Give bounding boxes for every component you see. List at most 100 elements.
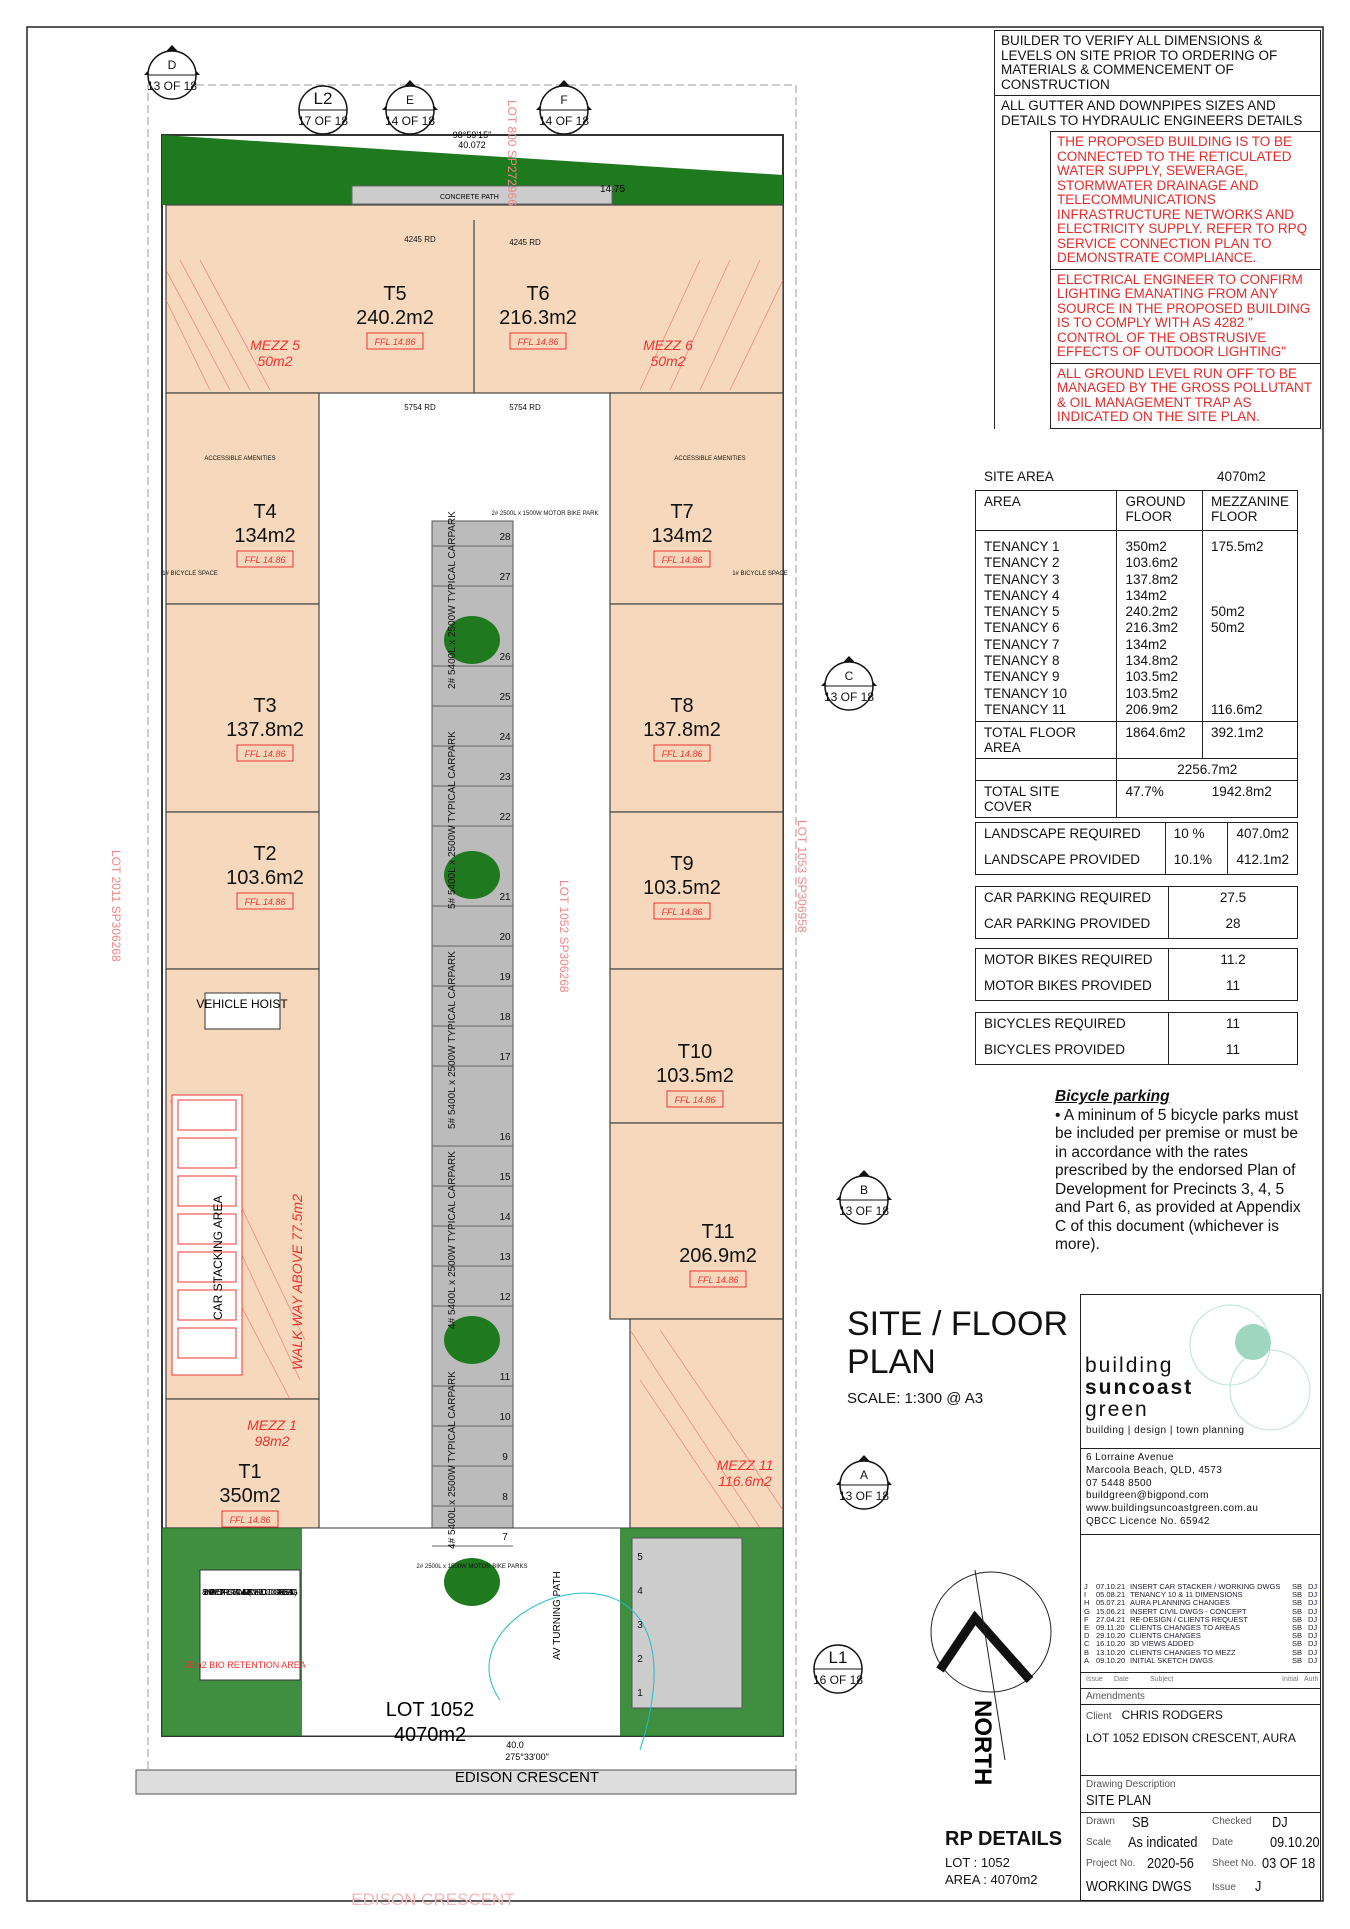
street-label-faded: EDISON CRESCENT xyxy=(351,1890,514,1909)
tenancy-cell: TENANCY 7 xyxy=(984,636,1060,652)
amendment-cell: 09.10.20 xyxy=(1096,1655,1126,1665)
rp-heading: RP DETAILS xyxy=(945,1828,1063,1850)
tenancy-id: T5 xyxy=(383,283,406,305)
amendment-cell: C xyxy=(1084,1639,1090,1649)
section-sheet: 14 OF 18 xyxy=(539,114,589,128)
stacker-bays xyxy=(177,1099,237,1359)
tenancy-cell: 103.6m2 xyxy=(1125,555,1179,571)
car-stacker xyxy=(171,1094,243,1376)
scale-label: Scale xyxy=(1086,1837,1112,1848)
tenancy-cell: TENANCY 9 xyxy=(984,669,1060,685)
total-mezz: 392.1m2 xyxy=(1201,721,1299,760)
requirements-cell: LANDSCAPE REQUIRED xyxy=(975,822,1166,849)
bicycle-note: Bicycle parking • A mininum of 5 bicycle… xyxy=(1055,1088,1313,1255)
drawn-value: SB xyxy=(1132,1814,1150,1831)
section-letter: D xyxy=(168,58,177,72)
amendment-cell: DJ xyxy=(1308,1622,1318,1632)
address-line: QBCC Licence No. 65942 xyxy=(1086,1515,1210,1527)
staff-rec-area xyxy=(199,1569,301,1681)
section-sheet: 17 OF 18 xyxy=(298,114,348,128)
grand-total: 2256.7m2 xyxy=(1116,758,1298,782)
logo-word-3: green xyxy=(1085,1398,1149,1421)
tenancy-cell: 137.8m2 xyxy=(1125,571,1179,587)
amendment-cell: A xyxy=(1084,1655,1090,1665)
tenancy-cell: 50m2 xyxy=(1210,620,1245,636)
amendment-cell: G xyxy=(1084,1606,1090,1616)
amendment-cell: 16.10.20 xyxy=(1096,1639,1126,1649)
bay-number: 7 xyxy=(502,1532,508,1543)
tenancy-id: T8 xyxy=(670,695,693,717)
amendment-cell: DJ xyxy=(1308,1639,1318,1649)
mezz-area: 98m2 xyxy=(254,1433,289,1449)
amendment-cell: SB xyxy=(1292,1622,1303,1632)
neighbour-lot-left: LOT 2011 SP306268 xyxy=(109,850,123,962)
bay-number: 12 xyxy=(499,1292,511,1303)
note-gutter: ALL GUTTER AND DOWNPIPES SIZES AND DETAI… xyxy=(1001,98,1303,128)
amendment-cell: DJ xyxy=(1308,1582,1318,1591)
tenancy-cell xyxy=(1211,669,1289,685)
amendment-cell: RE-DESIGN / CLIENTS REQUEST xyxy=(1130,1614,1248,1624)
ffl-box xyxy=(366,332,424,350)
bay-number: 13 xyxy=(499,1252,511,1263)
amendment-cell: DJ xyxy=(1308,1606,1318,1616)
ffl-box xyxy=(653,550,711,568)
requirements-cell: BICYCLES REQUIRED xyxy=(975,1012,1169,1039)
turning-label: AV TURNING PATH xyxy=(552,1571,563,1660)
bay-numbers: 2827262524232221201918171615141312111098… xyxy=(432,532,643,1699)
checked-label: Checked xyxy=(1212,1816,1252,1827)
carpark-block-label: 2# 5400L x 2500W TYPICAL CARPARK xyxy=(447,511,458,689)
amendment-cell: 05.08.21 xyxy=(1096,1590,1126,1600)
amendment-cell: CLIENTS CHANGES TO MEZZ xyxy=(1130,1647,1236,1657)
red-notes: THE PROPOSED BUILDING IS TO BE CONNECTED… xyxy=(1050,131,1320,429)
mezz-area: 50m2 xyxy=(257,353,292,369)
requirements-cell: 11 xyxy=(1168,974,1298,1001)
ffl-box xyxy=(653,902,711,920)
total-floor-label: TOTAL FLOOR AREA xyxy=(974,721,1118,760)
amendment-cell: 07.10.21 xyxy=(1096,1582,1126,1591)
amendment-cell: CLIENTS CHANGES TO AREAS xyxy=(1130,1622,1241,1632)
section-letter: B xyxy=(860,1183,868,1197)
amendment-cell: 29.10.20 xyxy=(1096,1631,1126,1641)
drawing-desc-label: Drawing Description xyxy=(1086,1779,1176,1790)
tenancy-cell xyxy=(1211,686,1289,702)
carpark-block-label: 5# 5400L x 2500W TYPICAL CARPARK xyxy=(447,731,458,909)
tenancy-cell xyxy=(1211,555,1289,571)
tenancy-ffl: FFL 14.86 xyxy=(698,1275,739,1285)
site-area-value: 4070m2 xyxy=(1217,469,1266,484)
bay-number: 27 xyxy=(499,572,511,583)
tenancy-area: 137.8m2 xyxy=(226,719,304,741)
amenities-label: ACCESSIBLE AMENITIES xyxy=(204,456,275,462)
tenancy-area: 134m2 xyxy=(651,525,712,547)
issue-value: J xyxy=(1255,1878,1262,1895)
section-letter: C xyxy=(845,669,854,683)
tenancy-ffl: FFL 14.86 xyxy=(518,337,559,347)
tenancy-ffl: FFL 14.86 xyxy=(245,749,286,759)
tenancy-cell: TENANCY 5 xyxy=(984,604,1060,620)
mezz-label: MEZZ 11 xyxy=(717,1457,774,1473)
logo-word-1: building xyxy=(1085,1354,1174,1377)
motorbike-label: 2# 2500L x 1500W MOTOR BIKE PARK xyxy=(492,511,599,517)
note-lighting: ELECTRICAL ENGINEER TO CONFIRM LIGHTING … xyxy=(1057,271,1311,359)
drawing-desc: SITE PLAN xyxy=(1086,1792,1152,1809)
ffl-box xyxy=(689,1270,747,1288)
tenancy-cell: 175.5m2 xyxy=(1210,539,1264,554)
bay-number: 23 xyxy=(499,772,511,783)
carpark-labels: 2# 5400L x 2500W TYPICAL CARPARK 5# 5400L… xyxy=(162,235,788,1570)
bay-number: 8 xyxy=(502,1492,508,1503)
amendment-cell: DJ xyxy=(1308,1598,1318,1608)
requirements-cell: MOTOR BIKES PROVIDED xyxy=(975,974,1169,1001)
tenancy-id: T1 xyxy=(238,1461,261,1483)
tenancy-cell: 350m2 xyxy=(1125,539,1167,554)
requirements-cell: 407.0m2 xyxy=(1227,822,1298,849)
tenancy-ffl: FFL 14.86 xyxy=(662,749,703,759)
amendment-cell: SB xyxy=(1292,1582,1303,1591)
scale-value: As indicated xyxy=(1128,1834,1198,1851)
requirements-cell: CAR PARKING PROVIDED xyxy=(975,912,1169,939)
tenancy-area: 103.6m2 xyxy=(226,867,304,889)
section-letter: L2 xyxy=(314,89,333,108)
